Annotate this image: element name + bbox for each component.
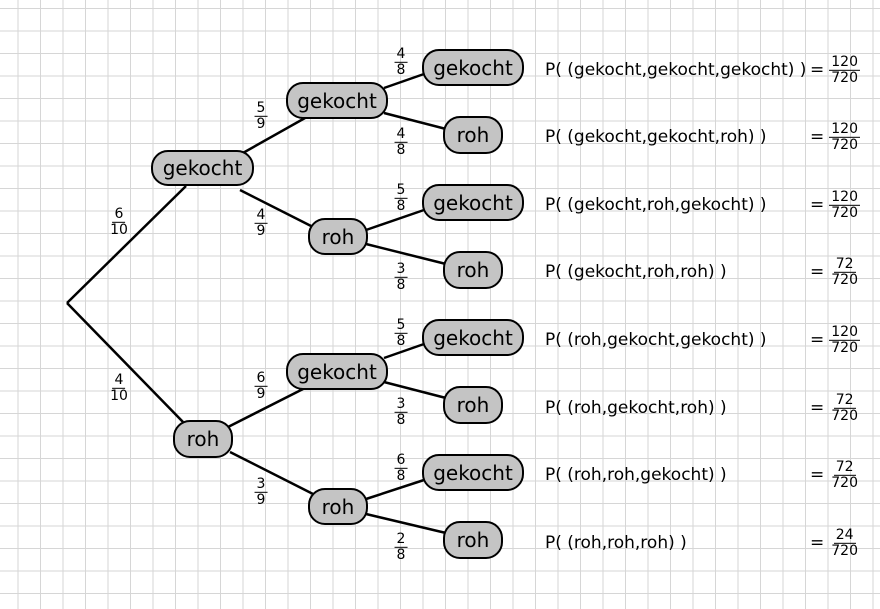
leaf-node-7: gekocht <box>422 454 524 491</box>
node-gekocht-roh: roh <box>308 218 368 255</box>
branch-gg-r <box>383 111 447 131</box>
branch-g-r <box>239 188 316 230</box>
branch-rg-g <box>383 342 425 360</box>
path-prob-label-3: P( (gekocht,roh,gekocht) ) <box>545 195 767 215</box>
node-gekocht-gekocht: gekocht <box>286 82 388 119</box>
branch-r-r <box>229 450 316 497</box>
leaf-node-4: roh <box>443 251 503 289</box>
path-prob-label-5: P( (roh,gekocht,gekocht) ) <box>545 330 767 350</box>
node-roh-gekocht: gekocht <box>286 353 388 390</box>
branch-gr-g <box>365 208 425 232</box>
branch-root-bottom <box>66 302 184 423</box>
path-prob-label-2: P( (gekocht,gekocht,roh) ) <box>545 127 767 147</box>
leaf-node-3: gekocht <box>422 184 524 221</box>
leaf-node-6: roh <box>443 386 503 424</box>
branch-root-top <box>66 185 187 304</box>
path-prob-label-6: P( (roh,gekocht,roh) ) <box>545 398 727 418</box>
branch-rr-g <box>365 478 425 501</box>
path-prob-label-1: P( (gekocht,gekocht,gekocht) ) <box>545 60 807 80</box>
branch-gr-r <box>365 242 447 266</box>
leaf-node-8: roh <box>443 521 503 559</box>
branch-g-g <box>233 116 306 160</box>
node-roh-1: roh <box>173 420 233 458</box>
path-prob-label-7: P( (roh,roh,gekocht) ) <box>545 465 727 485</box>
node-roh-roh: roh <box>308 488 368 525</box>
branch-gg-g <box>383 72 425 90</box>
leaf-node-1: gekocht <box>422 49 524 86</box>
branch-r-g <box>227 386 306 429</box>
node-gekocht-1: gekocht <box>151 150 254 186</box>
leaf-node-2: roh <box>443 116 503 154</box>
leaf-node-5: gekocht <box>422 319 524 356</box>
path-prob-label-4: P( (gekocht,roh,roh) ) <box>545 262 727 282</box>
branch-rr-r <box>365 512 447 535</box>
branch-rg-r <box>383 380 447 400</box>
path-prob-label-8: P( (roh,roh,roh) ) <box>545 533 687 553</box>
